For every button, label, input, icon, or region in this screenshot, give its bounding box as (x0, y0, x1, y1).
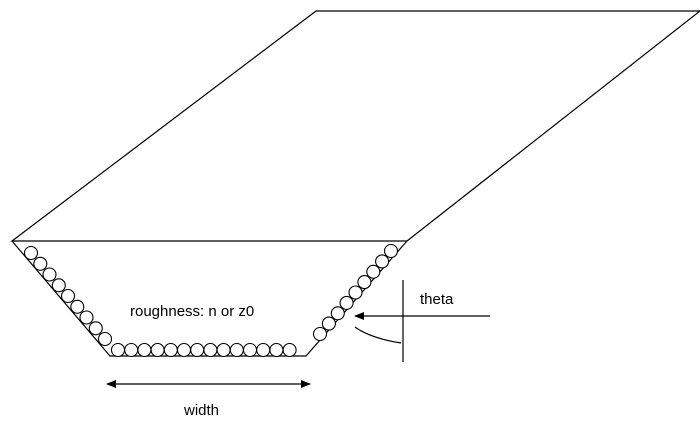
roughness-circle (23, 245, 39, 261)
roughness-circle (88, 321, 103, 336)
roughness-circle (229, 342, 244, 358)
roughness-circle (348, 285, 363, 300)
roughness-circle (51, 278, 66, 293)
roughness-circle (163, 342, 178, 358)
roughness-circle (269, 342, 284, 358)
roughness-circle (216, 342, 231, 358)
width-label: width (184, 402, 220, 419)
roughness-circle (110, 342, 126, 358)
roughness-circle (137, 342, 152, 358)
roughness-circle (366, 264, 381, 279)
roughness-circle (79, 310, 94, 325)
roughness-circle (312, 326, 328, 342)
roughness-label: roughness: n or z0 (130, 303, 255, 320)
roughness-circle (124, 342, 139, 358)
roughness-circle (150, 342, 165, 358)
roughness-circle (321, 316, 336, 331)
roughness-elements (23, 243, 399, 358)
roughness-circle (97, 331, 113, 347)
roughness-circle (339, 295, 354, 310)
roughness-circle (176, 342, 192, 358)
roughness-circle (357, 275, 372, 290)
roughness-circle (242, 342, 258, 358)
roughness-circle (203, 342, 218, 358)
roughness-circle (60, 288, 76, 304)
roughness-circle (33, 256, 48, 271)
theta-label: theta (420, 291, 454, 308)
water-surface-plane (10, 10, 700, 242)
roughness-circle (256, 342, 271, 358)
roughness-circle (70, 299, 85, 314)
roughness-circle (282, 342, 297, 358)
roughness-circle (190, 342, 205, 358)
roughness-circle (42, 267, 57, 282)
roughness-circle (383, 243, 399, 259)
theta-angle-arc (354, 326, 402, 344)
roughness-circle (375, 254, 390, 269)
roughness-circle (330, 306, 345, 321)
